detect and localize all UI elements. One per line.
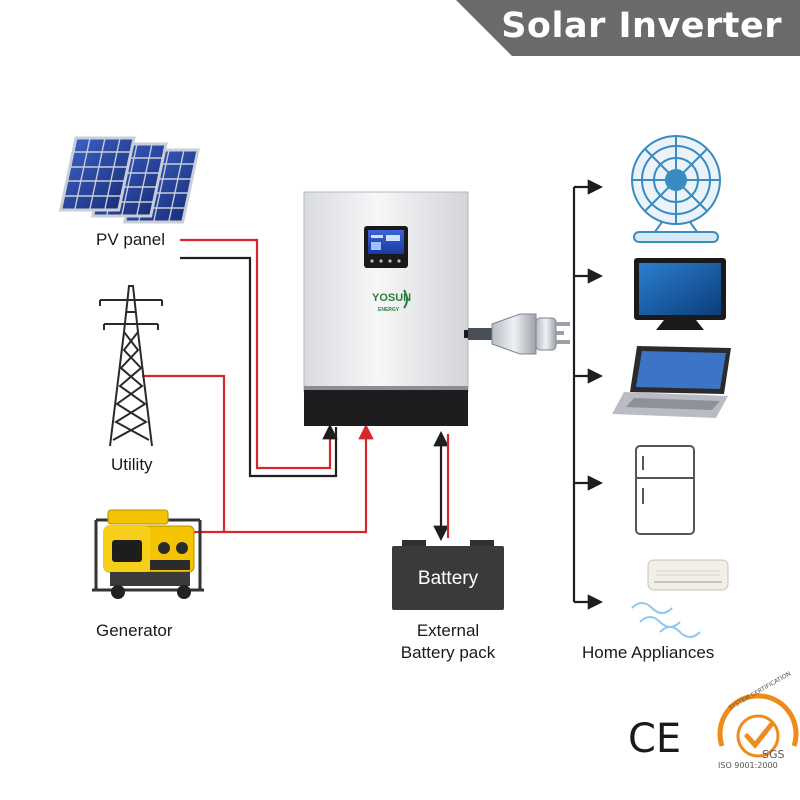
utility-tower-icon: [99, 285, 163, 447]
inverter-brand-logo: YOSUN ENERGY: [372, 289, 411, 313]
utility-wiring: [142, 374, 226, 532]
title-banner: [456, 0, 800, 56]
battery-caption-line1: External: [416, 621, 480, 640]
iso-certification-badge: SYSTEM CERTIFICATION ISO 9001:2000 SGS: [717, 670, 799, 770]
generator-label: Generator: [96, 621, 173, 640]
refrigerator-icon: [635, 445, 695, 535]
brand-sub: ENERGY: [378, 307, 400, 313]
battery-box-label: Battery: [417, 568, 479, 589]
laptop-icon: [612, 346, 731, 418]
utility-label: Utility: [111, 455, 153, 474]
inverter-unit: [303, 191, 469, 426]
home-appliances-label: Home Appliances: [582, 643, 715, 662]
battery-icon: [392, 540, 504, 610]
pv-panel-label: PV panel: [96, 230, 165, 249]
battery-wiring: [433, 430, 450, 542]
ce-mark: CE: [628, 716, 681, 762]
inverter-lcd-screen: [364, 226, 408, 268]
generator-wiring: [190, 423, 374, 534]
pv-panel-icon: [58, 136, 200, 224]
tv-icon: [634, 258, 726, 330]
generator-icon: [92, 509, 204, 599]
svg-text:CE: CE: [628, 716, 681, 762]
air-conditioner-icon: [631, 559, 729, 638]
brand-name: YOSUN: [372, 292, 411, 304]
battery-caption-line2: Battery pack: [400, 643, 496, 662]
sgs-text: SGS: [762, 748, 785, 761]
page-title: Solar Inverter: [501, 6, 782, 46]
pv-wiring: [180, 238, 338, 478]
fan-icon: [631, 135, 721, 243]
power-plug-icon: [464, 313, 570, 355]
iso-standard-text: ISO 9001:2000: [718, 761, 778, 770]
appliance-bus: [572, 179, 604, 610]
